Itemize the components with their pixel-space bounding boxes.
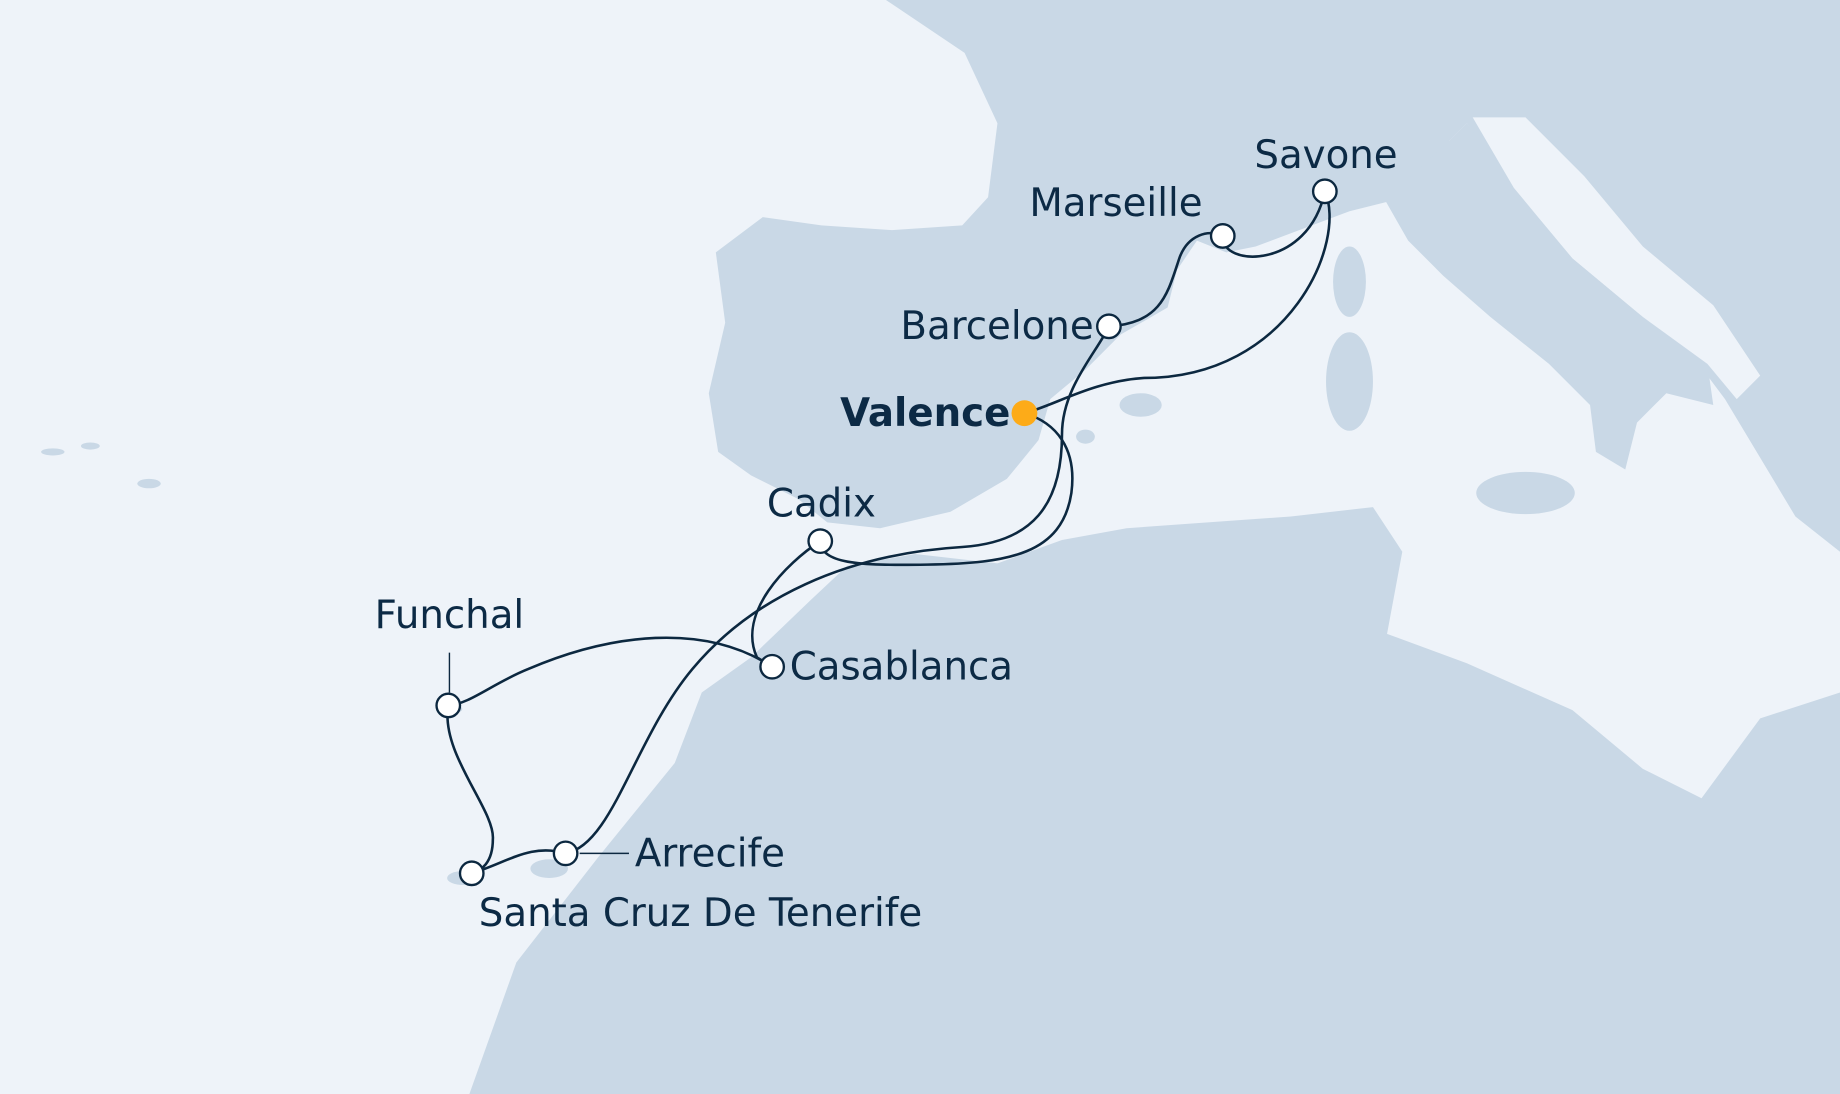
route-valence-cadix (818, 411, 1074, 567)
route-barcelone-arrecife (565, 325, 1111, 855)
sardinia-island (1326, 332, 1373, 431)
azores-island (137, 478, 161, 489)
port-marker-santa-cruz[interactable] (458, 860, 485, 887)
port-label-funchal: Funchal (375, 593, 525, 638)
corsica-island (1333, 246, 1366, 317)
port-labels: Valence Barcelone Marseille Savone Cadix… (375, 133, 1398, 936)
port-label-savone: Savone (1254, 133, 1397, 178)
port-marker-marseille[interactable] (1209, 223, 1236, 249)
europe-landmass (708, 0, 1840, 552)
azores-island (41, 448, 65, 456)
port-label-cadix: Cadix (767, 481, 876, 526)
port-label-santa-cruz: Santa Cruz De Tenerife (479, 891, 922, 936)
route-casablanca-funchal (448, 636, 773, 707)
port-marker-funchal[interactable] (435, 692, 462, 719)
mallorca-island (1119, 393, 1162, 417)
adriatic-sea (1472, 117, 1761, 400)
route-cadix-casablanca (751, 540, 821, 668)
route-barcelone-marseille (1108, 231, 1224, 328)
port-markers (435, 178, 1338, 887)
port-marker-arrecife[interactable] (552, 840, 579, 867)
departure-port-marker-valence[interactable] (1011, 400, 1038, 427)
italy-peninsula (1384, 123, 1714, 470)
sicily-island (1476, 471, 1575, 515)
port-marker-cadix[interactable] (807, 528, 834, 555)
port-label-marseille: Marseille (1029, 181, 1202, 226)
landmasses (41, 0, 1840, 1094)
port-label-valence: Valence (840, 391, 1010, 436)
port-label-arrecife: Arrecife (635, 831, 785, 876)
routes (446, 190, 1331, 875)
africa-landmass (469, 507, 1840, 1094)
route-funchal-santa-cruz (446, 705, 495, 875)
port-label-casablanca: Casablanca (790, 645, 1013, 690)
route-savone-valence (1024, 190, 1331, 415)
port-marker-casablanca[interactable] (759, 653, 786, 680)
port-label-barcelone: Barcelone (900, 304, 1093, 349)
ibiza-island (1076, 429, 1095, 444)
azores-island (80, 442, 100, 450)
port-marker-savone[interactable] (1311, 178, 1338, 205)
port-marker-barcelone[interactable] (1096, 313, 1122, 340)
